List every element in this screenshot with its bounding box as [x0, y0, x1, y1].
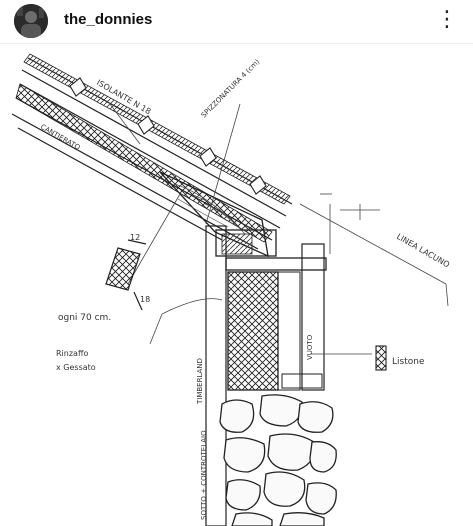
window-frame: [301, 243, 325, 391]
rafter-section-detail: [105, 239, 147, 311]
wall-plate: [215, 229, 277, 257]
outer-wall: [205, 225, 227, 526]
insulated-wall-panel: [227, 271, 279, 391]
label-section-a: 12: [130, 233, 140, 242]
listone-section: [375, 345, 387, 371]
stone-foundation: [219, 394, 337, 526]
username-link[interactable]: the_donnies: [64, 11, 153, 28]
label-wall: TIMBERLAND: [196, 358, 204, 405]
label-gap: VUOTO: [306, 334, 314, 360]
post-header: the_donnies ⋮: [0, 0, 473, 44]
label-spacing: ogni 70 cm.: [58, 313, 111, 323]
beam: [225, 257, 327, 271]
label-render-2: x Gessato: [56, 363, 96, 372]
tile-battens: [69, 77, 267, 195]
label-eave-line: LINEA LACUNO: [395, 232, 451, 270]
more-options-icon[interactable]: ⋮: [436, 7, 458, 32]
insulation-layer: [15, 83, 273, 243]
label-section-b: 18: [140, 295, 150, 304]
roof-tile-layer: [23, 53, 291, 205]
label-render: Rinzaffo: [56, 349, 88, 358]
post-image[interactable]: ISOLANTE N 18 SPIZZONATURA 4 (cm) CANTIE…: [0, 44, 473, 526]
guide-lines: [109, 103, 449, 355]
label-spacers: SPIZZONATURA 4 (cm): [200, 58, 262, 120]
label-listone: Listone: [392, 357, 425, 367]
avatar-photo: [14, 4, 48, 38]
architectural-sketch: ISOLANTE N 18 SPIZZONATURA 4 (cm) CANTIE…: [11, 53, 451, 526]
label-base: SOTTO + CONTROTELAIO: [200, 430, 208, 520]
profile-avatar[interactable]: [14, 4, 48, 38]
